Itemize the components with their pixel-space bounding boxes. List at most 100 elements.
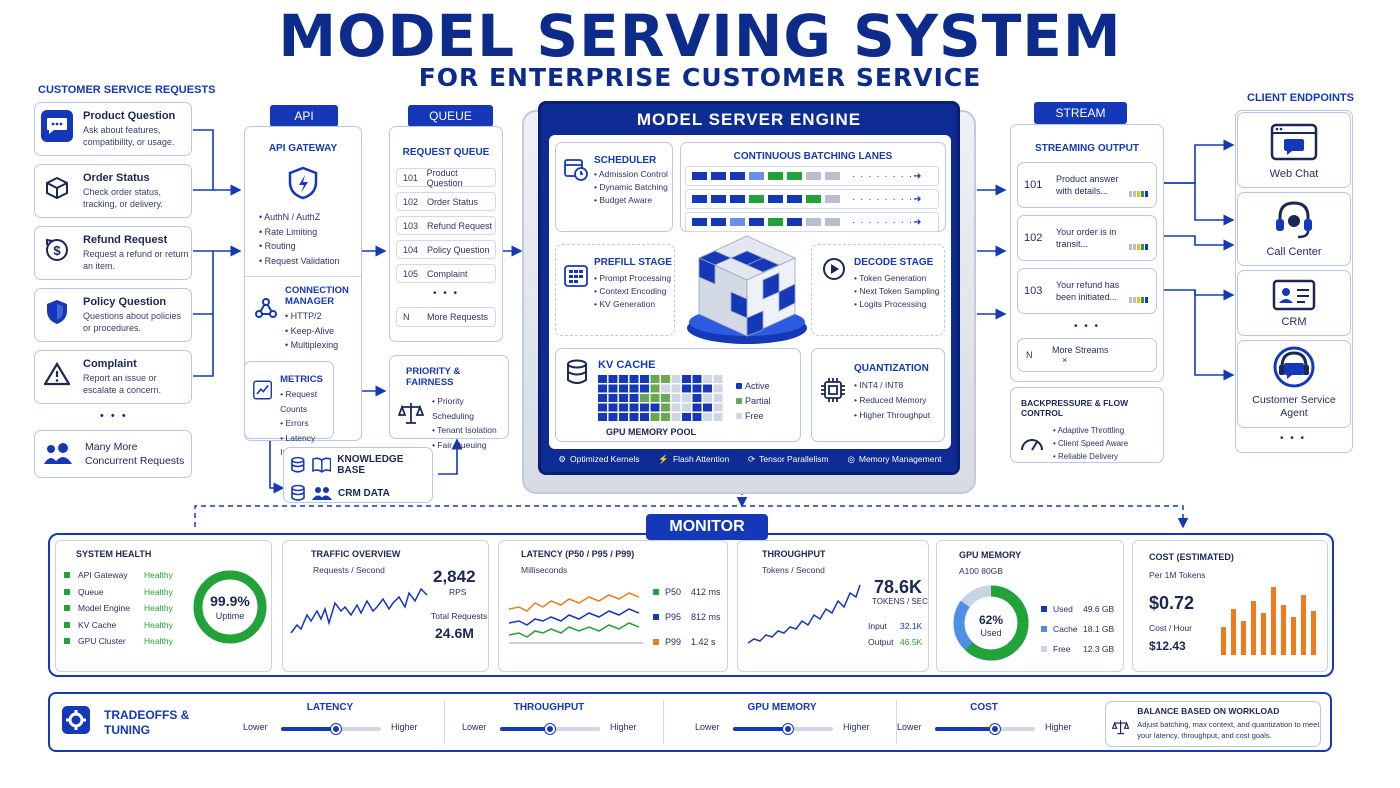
request-title: Complaint (83, 358, 137, 370)
health-name: Queue (78, 586, 104, 597)
bullet-item: Request Validation (259, 254, 361, 269)
tuning-panel (48, 692, 1332, 752)
health-status: Healthy (144, 619, 173, 630)
api-gateway-title: API GATEWAY (268, 143, 338, 154)
balance-card: BALANCE BASED ON WORKLOAD Adjust batchin… (1105, 701, 1321, 747)
lane-token (749, 172, 764, 180)
request-arrows (193, 129, 242, 377)
slider-knob[interactable] (783, 724, 793, 734)
stream-row-id: 101 (1024, 179, 1043, 191)
kv-cache-card: KV CACHE Active Partial Free GPU MEMORY … (555, 348, 801, 442)
cost-hour-label: Cost / Hour (1149, 623, 1192, 633)
lane-token (787, 195, 802, 203)
kv-cell (629, 403, 639, 412)
engine-footer-item: ⚙Optimized Kernels (558, 454, 639, 465)
monitor-dashed-link (194, 505, 1189, 529)
kv-legend-partial: Partial (745, 396, 771, 406)
kv-cell (682, 394, 691, 402)
kv-cell (671, 384, 681, 393)
slider-knob[interactable] (331, 724, 341, 734)
slider-low-label: Lower (695, 722, 720, 732)
uptime-ring (193, 570, 267, 644)
requests-header: CUSTOMER SERVICE REQUESTS (38, 84, 216, 96)
decode-bullets: Token GenerationNext Token SamplingLogit… (854, 272, 940, 311)
database-icon (291, 456, 305, 473)
concurrent-requests-card[interactable]: Many More Concurrent Requests (34, 430, 192, 478)
request-title: Refund Request (83, 234, 168, 246)
uptime-value: 99.9% (210, 593, 250, 609)
throughput-input: 32.1K (900, 621, 923, 631)
kv-cell (598, 375, 607, 383)
kernel-icon: ⚙ (558, 454, 567, 464)
grid-icon (564, 265, 588, 287)
scheduler-title: SCHEDULER (594, 155, 657, 166)
box-icon (41, 172, 73, 204)
gpu-value: 12.3 GB (1083, 644, 1115, 654)
stream-more-row[interactable]: N More Streams× (1017, 338, 1157, 372)
api-tag: API (270, 105, 338, 127)
kv-cell (682, 375, 691, 383)
slider-track[interactable] (733, 724, 833, 734)
bullet-item: INT4 / INT8 (854, 378, 930, 393)
lane-token (787, 218, 802, 226)
client-agent[interactable]: Customer Service Agent (1237, 340, 1351, 428)
kv-cell (682, 413, 691, 421)
engine-footer-label: Tensor Parallelism (759, 454, 829, 464)
gpu-pct: 62% (978, 613, 1004, 627)
queue-more-id: N (403, 312, 410, 322)
slider-track[interactable] (281, 724, 381, 734)
bullet-item: Logits Processing (854, 298, 940, 311)
scheduler-card: SCHEDULER Admission ControlDynamic Batch… (555, 142, 673, 232)
kv-cell (661, 375, 670, 383)
streaming-output-title: STREAMING OUTPUT (1035, 143, 1139, 154)
engine-footer-label: Memory Management (858, 454, 942, 464)
priority-title: PRIORITY & FAIRNESS (406, 366, 461, 388)
client-call-center[interactable]: Call Center (1237, 192, 1351, 266)
kv-cell (703, 375, 712, 383)
client-crm[interactable]: CRM (1237, 270, 1351, 336)
slider-track[interactable] (935, 724, 1035, 734)
client-web-chat[interactable]: Web Chat (1237, 112, 1351, 188)
page-title: MODEL SERVING SYSTEM (278, 2, 1122, 70)
latency-name: P95 (665, 611, 682, 622)
bullet-item: Admission Control (594, 168, 668, 181)
healthy-dot-icon (64, 572, 70, 579)
headset-icon (1276, 201, 1312, 239)
slider-knob[interactable] (545, 724, 555, 734)
healthy-dot-icon (64, 621, 70, 628)
quantization-bullets: INT4 / INT8Reduced MemoryHigher Throughp… (854, 378, 930, 423)
queue-row-id: 103 (403, 220, 419, 231)
healthy-dot-icon (64, 605, 70, 612)
kv-cell (713, 413, 723, 421)
stream-progress-icon (1129, 191, 1148, 197)
cost-bars (1221, 587, 1316, 655)
quantization-title: QUANTIZATION (854, 363, 929, 374)
kv-cell (598, 384, 607, 393)
slider-low-label: Lower (897, 722, 922, 732)
kv-cell (640, 394, 649, 402)
slider-knob[interactable] (990, 724, 1000, 734)
slider-track[interactable] (500, 724, 600, 734)
latency-sub: Milliseconds (521, 565, 568, 575)
bullet-item: Fair Queuing (432, 438, 508, 453)
knowledge-card: KNOWLEDGE BASE CRM DATA (283, 447, 433, 503)
kv-cell (608, 384, 618, 393)
lane-token (825, 218, 840, 226)
